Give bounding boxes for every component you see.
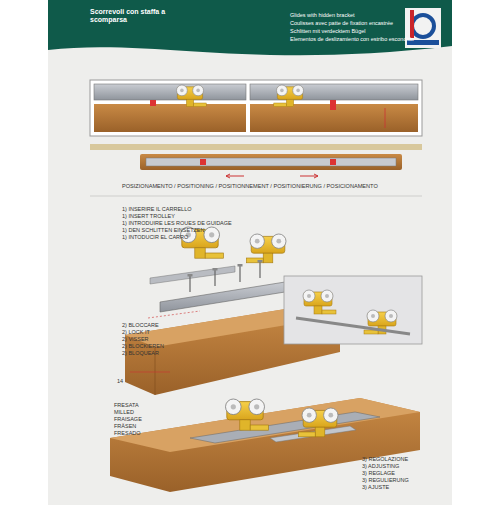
step-label: 1) INTRODUIRE LES ROUES DE GUIDAGE	[122, 220, 232, 226]
step-label: 2) BLOQUEAR	[122, 350, 159, 356]
step-label: FRAISAGE	[114, 416, 142, 422]
header-subtitle: Elementos de deslizamiento con estribo e…	[290, 36, 414, 42]
step-label: 3) REGULIERUNG	[362, 477, 409, 483]
step-label: 3) ADJUSTING	[362, 463, 399, 469]
step-label: 2) LOCK IT	[122, 329, 150, 335]
step-label: 1) INSERT TROLLEY	[122, 213, 175, 219]
step-label: FRESADO	[114, 430, 141, 436]
step-label: 3) REGOLAZIONE	[362, 456, 408, 462]
step-label: MILLED	[114, 409, 134, 415]
step-label: FRÄSEN	[114, 423, 136, 429]
dimension-label: 14	[117, 378, 123, 384]
step-label: 2) BLOCKIEREN	[122, 343, 164, 349]
header-subtitle: Schlitten mit verdecktem Bügel	[290, 28, 366, 34]
header-subtitle: Glides with hidden bracket	[290, 12, 355, 18]
header-subtitle: Coulisses avec patte de fixation encastr…	[290, 20, 393, 26]
step-label: 3) AJUSTE	[362, 484, 389, 490]
step-label: 1) INTODUCIR EL CARRO	[122, 234, 188, 240]
step-label: FRESATA	[114, 402, 139, 408]
step-label: 1) DEN SCHLITTEN EINSETZEN	[122, 227, 205, 233]
step-label: 2) VISSER	[122, 336, 149, 342]
step-heading: POSIZIONAMENTO / POSITIONING / POSITIONN…	[122, 183, 378, 189]
step-label: 1) INSERIRE IL CARRELLO	[122, 206, 191, 212]
step-label: 2) BLOCCARE	[122, 322, 159, 328]
sheet-title: Scorrevoli con staffa a scomparsa	[90, 8, 170, 24]
step-label: 3) REGLAGE	[362, 470, 395, 476]
